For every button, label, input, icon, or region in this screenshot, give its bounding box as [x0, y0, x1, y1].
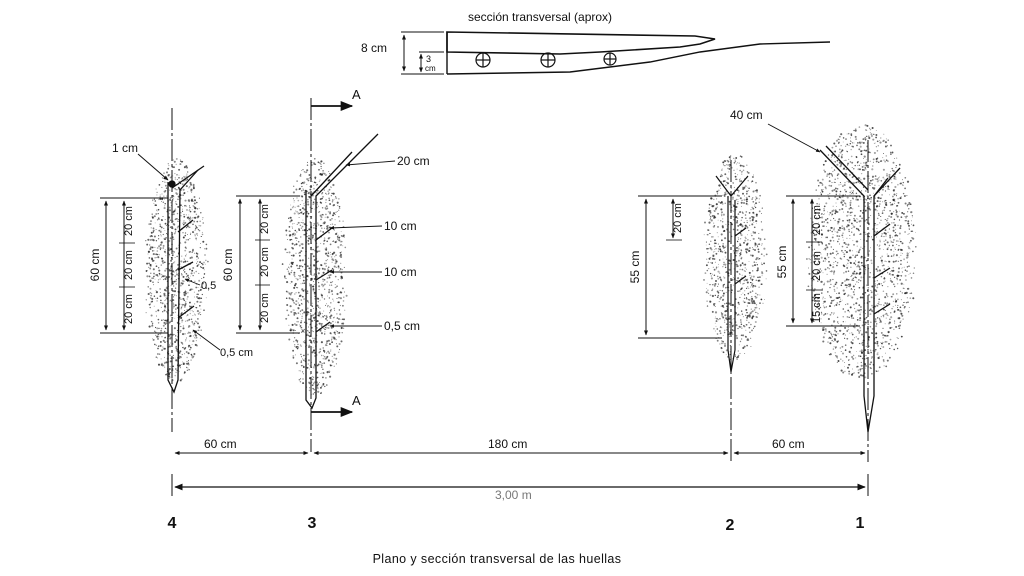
- p4-seg1: 20 cm: [123, 206, 135, 236]
- p3-seg1: 20 cm: [259, 204, 271, 234]
- cross-section-height-label: 8 cm: [361, 41, 387, 55]
- figure-caption: Plano y sección transversal de las huell…: [373, 552, 622, 566]
- p1-branch-label: 40 cm: [730, 108, 763, 122]
- print-numbers: 4 3 2 1: [168, 515, 865, 534]
- spacing-dimensions: 60 cm 180 cm 60 cm 3,00 m: [171, 437, 869, 502]
- cross-section-title: sección transversal (aprox): [468, 10, 612, 24]
- spacing-total: 3,00 m: [495, 488, 532, 502]
- print-3-dims: 60 cm 20 cm 20 cm 20 cm 20 cm 10 cm 10 c…: [221, 154, 430, 334]
- p4-gap2: 0,5 cm: [220, 347, 253, 359]
- print-2-dims: 55 cm 20 cm: [628, 195, 722, 339]
- print-number-3: 3: [308, 515, 317, 532]
- cross-section: sección transversal (aprox) 8 cm 3 cm: [361, 10, 831, 75]
- p4-total-label: 60 cm: [88, 249, 102, 282]
- cross-section-ground: [446, 41, 831, 75]
- section-mark-top: A: [352, 87, 361, 102]
- print-1: [819, 140, 901, 462]
- p4-gap1: 0,5: [201, 280, 216, 292]
- p3-branch1: 20 cm: [397, 154, 430, 168]
- print-2: [715, 160, 749, 462]
- print-1-dims: 40 cm 55 cm 20 cm 20 cm 15 cm: [730, 108, 860, 327]
- p1-total-label: 55 cm: [775, 246, 789, 279]
- cross-section-inner-unit: cm: [425, 64, 436, 73]
- p4-seg3: 20 cm: [123, 294, 135, 324]
- print-4-dims: 1 cm 60 cm 20 cm 20 cm 20 cm 0,5 0,5 cm: [88, 141, 253, 359]
- sediment-stipple: [145, 124, 917, 396]
- print-number-1: 1: [856, 515, 865, 532]
- p3-branch4: 0,5 cm: [384, 319, 420, 333]
- p1-seg1: 20 cm: [811, 205, 823, 235]
- p1-seg3: 15 cm: [811, 293, 823, 323]
- section-line-a: A A: [311, 87, 361, 418]
- p2-total-label: 55 cm: [628, 251, 642, 284]
- p3-total-label: 60 cm: [221, 249, 235, 282]
- spacing-3-2: 180 cm: [488, 437, 527, 451]
- p3-branch3: 10 cm: [384, 265, 417, 279]
- p3-seg2: 20 cm: [259, 247, 271, 277]
- cross-section-profile: [446, 31, 716, 55]
- p4-tip-label: 1 cm: [112, 141, 138, 155]
- p4-seg2: 20 cm: [123, 250, 135, 280]
- section-mark-bottom: A: [352, 393, 361, 408]
- spacing-4-3: 60 cm: [204, 437, 237, 451]
- spacing-2-1: 60 cm: [772, 437, 805, 451]
- p2-seg1: 20 cm: [672, 203, 684, 233]
- p3-branch2: 10 cm: [384, 219, 417, 233]
- print-4: [167, 108, 205, 432]
- p3-seg3: 20 cm: [259, 293, 271, 323]
- print-number-4: 4: [168, 515, 177, 532]
- cross-section-inner-value: 3: [426, 54, 431, 64]
- cross-section-markers: [475, 52, 617, 68]
- print-3: [305, 98, 379, 452]
- print-number-2: 2: [726, 517, 735, 534]
- p1-seg2: 20 cm: [811, 251, 823, 281]
